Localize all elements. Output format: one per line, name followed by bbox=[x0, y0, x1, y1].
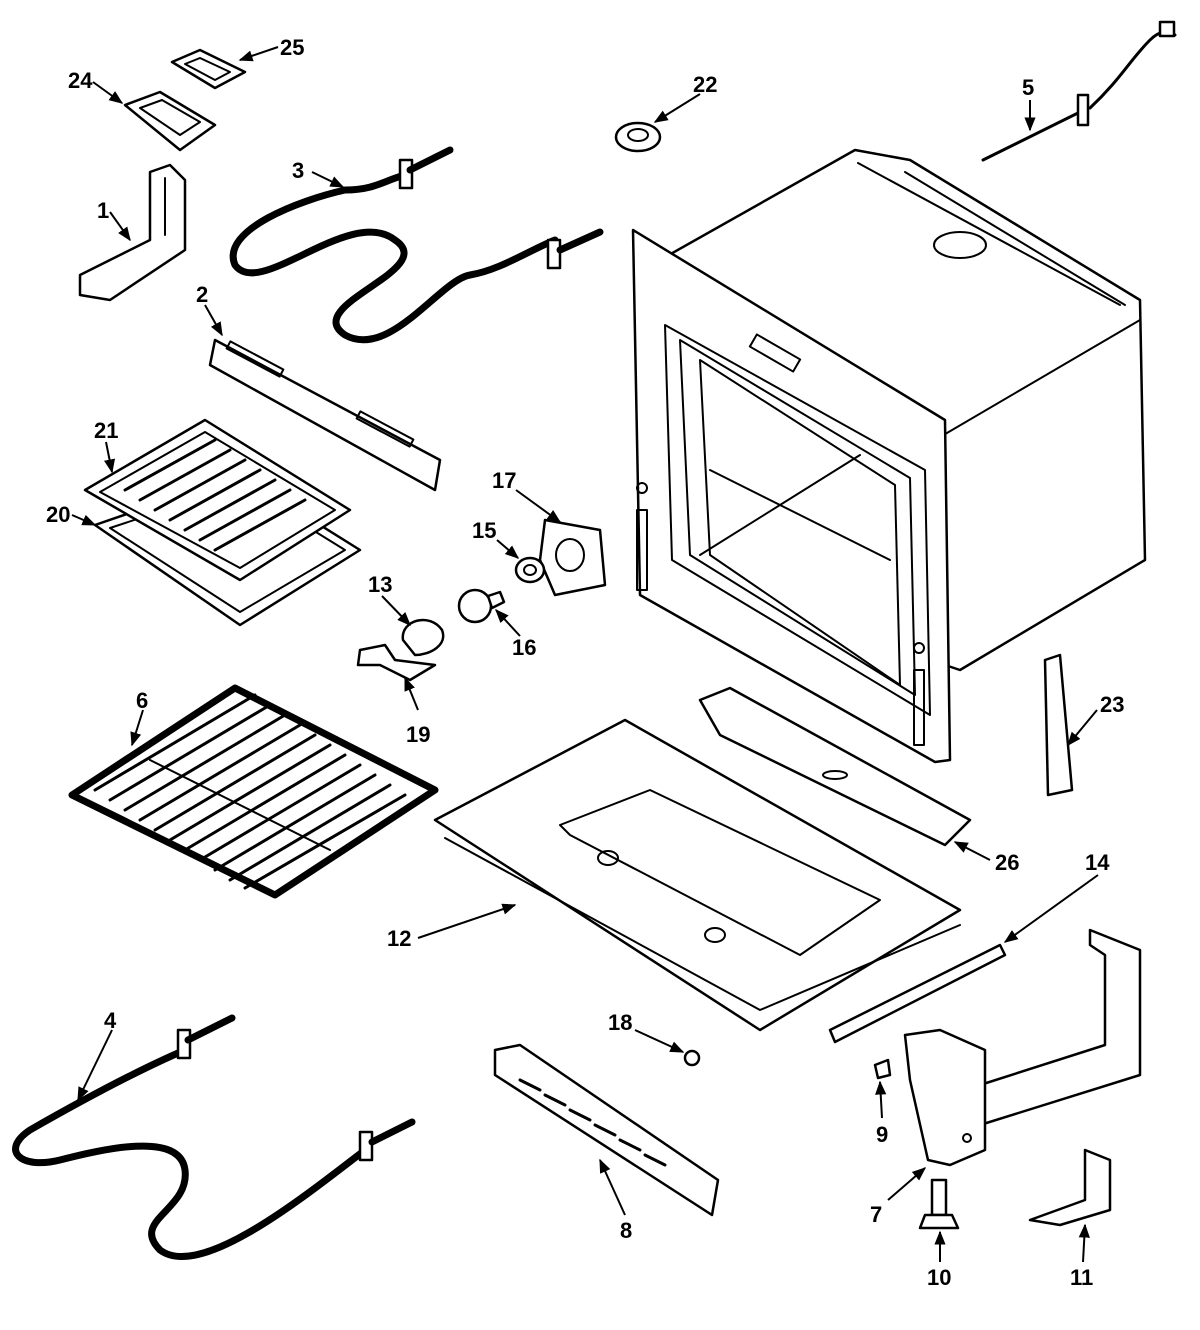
slide-rail bbox=[828, 943, 1007, 1044]
callout-10: 10 bbox=[927, 1265, 951, 1290]
callout-14: 14 bbox=[1085, 850, 1110, 875]
callout-17: 17 bbox=[492, 468, 516, 493]
callout-1: 1 bbox=[97, 198, 109, 223]
leader-15 bbox=[496, 539, 520, 559]
light-socket bbox=[538, 518, 607, 597]
side-channel bbox=[1043, 653, 1074, 797]
support-frame bbox=[903, 928, 1142, 1167]
leader-19 bbox=[404, 676, 419, 711]
callout-5: 5 bbox=[1022, 75, 1034, 100]
screw bbox=[873, 1058, 892, 1080]
leader-18 bbox=[634, 1029, 685, 1053]
callout-leaders bbox=[71, 46, 1099, 1263]
oven-rack bbox=[68, 684, 439, 899]
vent-gasket-small bbox=[170, 48, 247, 90]
callout-3: 3 bbox=[292, 158, 304, 183]
callout-8: 8 bbox=[620, 1218, 632, 1243]
callout-20: 20 bbox=[46, 502, 70, 527]
leader-24 bbox=[92, 81, 124, 104]
leader-22 bbox=[653, 93, 701, 123]
callout-19: 19 bbox=[406, 722, 430, 747]
leader-7 bbox=[887, 1167, 927, 1201]
light-socket-nut bbox=[514, 556, 546, 584]
leader-1 bbox=[109, 211, 131, 242]
callout-22: 22 bbox=[693, 72, 717, 97]
callout-16: 16 bbox=[512, 635, 536, 660]
callout-26: 26 bbox=[995, 850, 1019, 875]
callout-24: 24 bbox=[68, 68, 93, 93]
leader-25 bbox=[238, 46, 279, 62]
leveling-leg bbox=[918, 1178, 960, 1230]
temperature-sensor bbox=[981, 20, 1177, 162]
callout-7: 7 bbox=[870, 1202, 882, 1227]
leader-13 bbox=[381, 595, 411, 627]
leader-2 bbox=[204, 304, 223, 337]
leader-8 bbox=[599, 1158, 626, 1216]
callout-2: 2 bbox=[196, 282, 208, 307]
light-bulb bbox=[457, 588, 506, 624]
callout-6: 6 bbox=[136, 688, 148, 713]
anti-tip-bracket bbox=[1028, 1148, 1112, 1227]
callout-18: 18 bbox=[608, 1010, 632, 1035]
leader-6 bbox=[130, 709, 144, 747]
leader-3 bbox=[311, 171, 345, 188]
leader-9 bbox=[875, 1080, 887, 1119]
broil-bracket bbox=[208, 338, 442, 492]
plug-button bbox=[614, 121, 662, 153]
callout-15: 15 bbox=[472, 518, 496, 543]
leader-23 bbox=[1067, 709, 1098, 747]
callout-25: 25 bbox=[280, 35, 304, 60]
oven-bottom-panel bbox=[433, 718, 962, 1032]
vent-gasket bbox=[123, 90, 217, 152]
bake-element bbox=[12, 1014, 416, 1260]
lens-clip bbox=[356, 643, 437, 682]
leader-12 bbox=[417, 903, 517, 939]
leader-11 bbox=[1078, 1223, 1090, 1263]
callout-21: 21 bbox=[94, 418, 118, 443]
callout-13: 13 bbox=[368, 572, 392, 597]
callout-9: 9 bbox=[876, 1122, 888, 1147]
vent-panel bbox=[493, 1043, 720, 1217]
oven-cavity bbox=[631, 148, 1147, 764]
leader-21 bbox=[104, 441, 116, 474]
callout-12: 12 bbox=[387, 926, 411, 951]
leader-26 bbox=[953, 841, 991, 861]
callout-23: 23 bbox=[1100, 692, 1124, 717]
rear-support-bracket bbox=[698, 686, 972, 847]
hex-nut bbox=[683, 1049, 701, 1067]
callout-11: 11 bbox=[1070, 1265, 1093, 1290]
callout-4: 4 bbox=[104, 1008, 117, 1033]
leader-4 bbox=[77, 1029, 113, 1102]
vent-duct bbox=[78, 163, 187, 302]
leader-17 bbox=[515, 489, 562, 523]
leader-20 bbox=[71, 514, 97, 526]
broil-element bbox=[229, 146, 604, 344]
callout-labels: 1 2 3 4 5 6 7 8 9 10 11 12 13 14 15 16 1… bbox=[46, 35, 1124, 1290]
broiler-grid bbox=[83, 418, 352, 582]
leader-16 bbox=[495, 608, 521, 637]
leader-14 bbox=[1003, 874, 1099, 943]
